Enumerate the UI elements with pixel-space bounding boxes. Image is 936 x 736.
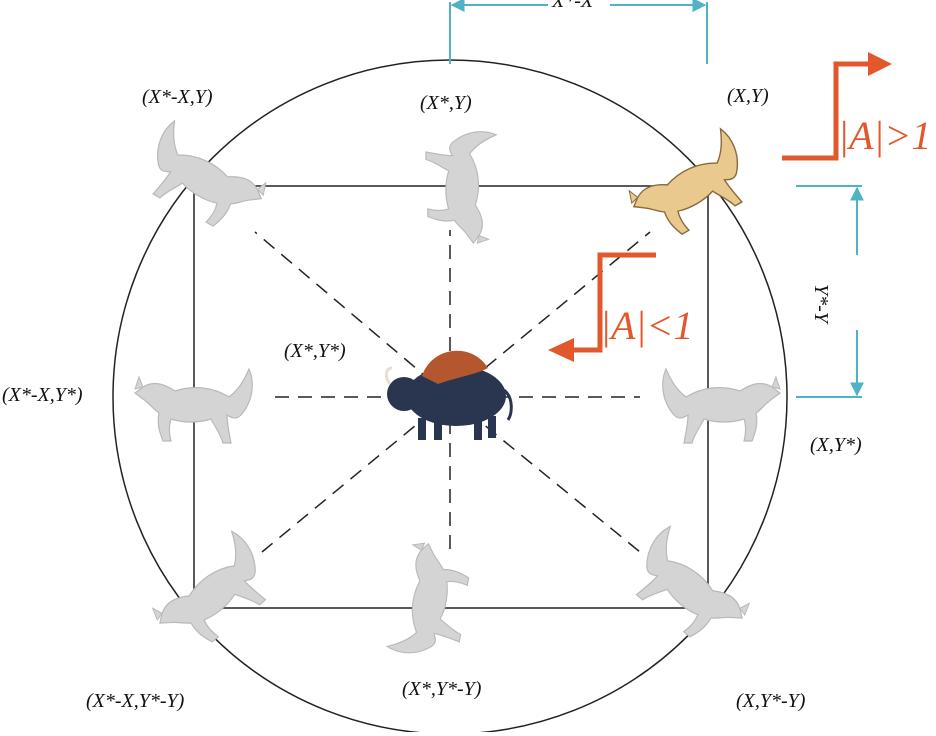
wolf-icon — [143, 528, 283, 662]
label-bottom-right: (X,Y*-Y) — [736, 690, 806, 712]
vertical-distance-label: Y*-Y — [810, 284, 832, 323]
wolf-icon — [621, 126, 762, 251]
label-top-left: (X*-X,Y) — [142, 86, 213, 108]
wolf-icon — [662, 368, 781, 444]
explore-arrow — [782, 52, 892, 161]
label-top-right: (X,Y) — [727, 85, 769, 107]
label-mid-right: (X,Y*) — [810, 434, 862, 456]
label-bottom-left: (X*-X,Y*-Y) — [86, 690, 185, 712]
horizontal-distance-label: X*-X — [552, 0, 594, 12]
exploit-arrow — [548, 252, 656, 362]
wolf-icon — [619, 523, 759, 657]
vertical-distance-bracket — [796, 185, 864, 398]
wolf-icon — [134, 118, 274, 243]
explore-condition-label: |A|>1 — [838, 113, 932, 158]
label-bottom-center: (X*,Y*-Y) — [402, 678, 482, 700]
label-mid-left: (X*-X,Y*) — [2, 384, 83, 406]
label-top-center: (X*,Y) — [420, 92, 472, 114]
wolf-icon — [425, 131, 497, 244]
exploit-condition-label: |A|<1 — [600, 303, 694, 348]
label-center: (X*,Y*) — [284, 340, 346, 362]
wolf-icon — [385, 539, 476, 663]
horizontal-distance-bracket — [449, 0, 708, 64]
bison-icon — [384, 350, 513, 440]
